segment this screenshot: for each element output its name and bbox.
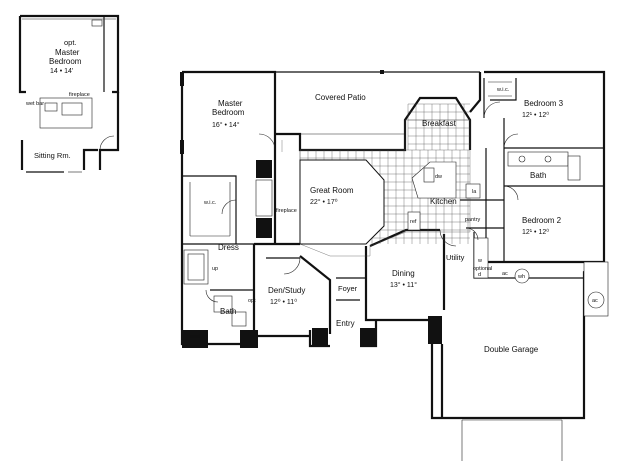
greatroom-dim: 22° • 17⁰: [310, 198, 338, 206]
inset-wetbar: wet bar: [25, 101, 44, 107]
inset-opt: opt.: [64, 38, 77, 47]
seat-label: seat: [190, 334, 201, 340]
garage-label: Double Garage: [484, 345, 539, 354]
wic-master-label: w.i.c.: [203, 200, 217, 206]
main-walls: [180, 70, 609, 461]
inset-optional-master: opt. Master Bedroom 14 • 14' fireplace w…: [18, 14, 120, 173]
wic-upper-label: w.i.c.: [496, 87, 510, 93]
breakfast-label: Breakfast: [422, 119, 457, 128]
door-swings: [205, 101, 519, 303]
ref-label: ref: [410, 219, 417, 225]
inset-sitting: Sitting Rm.: [34, 151, 71, 160]
optional-label: optional: [473, 266, 492, 272]
opt-label: opt: [248, 298, 256, 304]
inset-fireplace: fireplace: [69, 92, 90, 98]
pantry-label: pantry: [465, 217, 481, 223]
inset-title-1: Master: [55, 48, 80, 57]
inset-dim: 14 • 14': [50, 68, 73, 75]
dryer-label: d: [478, 272, 481, 278]
dress-label: Dress: [218, 243, 239, 252]
bedroom3-label: Bedroom 3: [524, 99, 564, 108]
washer-label: w: [477, 258, 482, 264]
den-label: Den/Study: [268, 286, 305, 295]
master-bath-label: Bath: [220, 307, 236, 316]
la-label: la: [472, 189, 477, 195]
fireplace-label: fireplace: [276, 208, 297, 214]
bedroom2-dim: 12¹ • 12⁰: [522, 228, 549, 236]
dining-dim: 13° • 11°: [390, 281, 417, 289]
master-title-2: Bedroom: [212, 108, 245, 117]
entry-label: Entry: [336, 319, 355, 328]
foyer-label: Foyer: [338, 284, 358, 293]
dw-label: dw: [435, 174, 442, 180]
room-labels: Master Bedroom 16° • 14° Covered Patio B…: [190, 87, 598, 354]
utility-label: Utility: [446, 253, 465, 262]
patio-label: Covered Patio: [315, 93, 366, 102]
master-title-1: Master: [218, 99, 243, 108]
wh-label: wh: [517, 274, 525, 280]
up-label: up: [212, 266, 218, 272]
inset-title-2: Bedroom: [49, 57, 82, 66]
kitchen-label: Kitchen: [430, 197, 457, 206]
bath-upper-label: Bath: [530, 171, 546, 180]
fixtures: [183, 81, 605, 327]
greatroom-label: Great Room: [310, 186, 354, 195]
den-dim: 12⁰ • 11⁰: [270, 298, 297, 306]
ac-label-1: ac: [502, 271, 508, 277]
bedroom3-dim: 12¹ • 12⁰: [522, 111, 549, 119]
master-dim: 16° • 14°: [212, 121, 240, 129]
dining-label: Dining: [392, 269, 415, 278]
ac-label-2: ac: [592, 298, 598, 304]
bedroom2-label: Bedroom 2: [522, 216, 562, 225]
